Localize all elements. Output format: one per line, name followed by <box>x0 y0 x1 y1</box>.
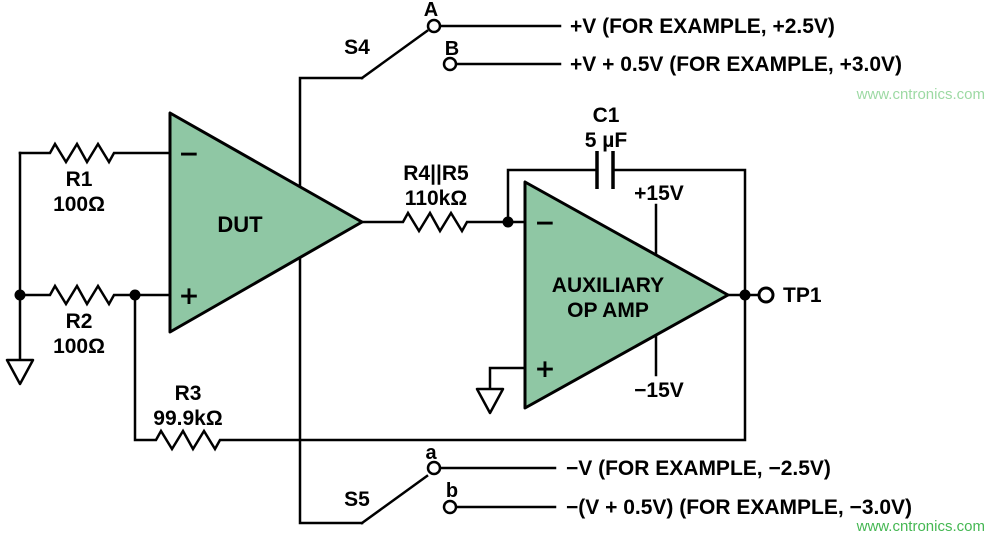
aux-opamp-triangle <box>523 180 730 410</box>
r1-ref-label: R1 <box>66 168 93 191</box>
aux-noninverting-input-label: + <box>535 354 556 383</box>
ground-icon-aux <box>475 387 505 415</box>
s5-throw-b-label: b <box>446 480 458 502</box>
r1-value-label: 100Ω <box>53 193 105 216</box>
switch-s5-arm <box>360 474 429 525</box>
s5-supply-b-text: −(V + 0.5V) (FOR EXAMPLE, −3.0V) <box>566 496 912 519</box>
s4-supply-a-text: +V (FOR EXAMPLE, +2.5V) <box>570 15 835 38</box>
s4-ref-label: S4 <box>344 36 370 59</box>
ground-icon-left <box>5 358 35 386</box>
watermark-bottom: www.cntronics.com <box>856 518 985 535</box>
wire-c1-right <box>611 168 747 297</box>
s5-terminal-b <box>442 499 458 515</box>
junction-left-rail <box>14 289 26 301</box>
dut-noninverting-input-label: + <box>179 281 200 310</box>
s4-terminal-b <box>442 56 458 72</box>
tp1-label: TP1 <box>783 284 822 307</box>
dut-label: DUT <box>217 212 263 237</box>
wire-s5-supply <box>298 250 364 525</box>
wire-group <box>18 24 761 525</box>
capacitor-c1 <box>595 151 615 189</box>
aux-pos-supply-label: +15V <box>634 182 684 205</box>
wire-c1-left <box>506 168 599 224</box>
terminals <box>426 18 775 515</box>
ground-symbols <box>5 358 505 415</box>
dut-opamp-triangle <box>168 111 364 334</box>
junction-aux-output <box>739 289 751 301</box>
r3-value-label: 99.9kΩ <box>153 407 222 430</box>
s4-throw-b-label: B <box>445 38 459 60</box>
dut-inverting-input-label: − <box>179 139 200 168</box>
wire-aux-plus-ground <box>488 366 527 391</box>
switch-s4-arm <box>360 29 429 80</box>
aux-label-line1: AUXILIARY <box>552 274 664 297</box>
c1-value-label: 5 µF <box>585 129 628 152</box>
s5-terminal-a <box>426 460 442 476</box>
aux-inverting-input-label: − <box>535 208 556 237</box>
r4r5-ref-label: R4||R5 <box>403 162 469 185</box>
aux-label-line2: OP AMP <box>567 299 649 322</box>
r4r5-value-label: 110kΩ <box>405 187 467 210</box>
watermark-top: www.cntronics.com <box>856 86 985 103</box>
wire-s4-supply <box>298 76 364 194</box>
c1-ref-label: C1 <box>593 104 620 127</box>
s4-supply-b-text: +V + 0.5V (FOR EXAMPLE, +3.0V) <box>570 53 902 76</box>
s5-throw-a-label: a <box>425 442 437 464</box>
junction-dut-plus <box>129 289 141 301</box>
s5-ref-label: S5 <box>344 488 370 511</box>
junction-aux-minus <box>502 216 514 228</box>
s4-throw-a-label: A <box>424 0 438 21</box>
aux-neg-supply-label: −15V <box>634 379 684 402</box>
wire-r1-branch <box>18 141 172 165</box>
s5-supply-a-text: −V (FOR EXAMPLE, −2.5V) <box>566 457 831 480</box>
r2-ref-label: R2 <box>66 310 93 333</box>
s4-terminal-a <box>426 18 442 34</box>
wire-dut-output-r4r5 <box>360 210 527 234</box>
tp1-terminal <box>757 286 775 304</box>
r2-value-label: 100Ω <box>53 335 105 358</box>
junction-dots <box>14 216 751 301</box>
r3-ref-label: R3 <box>175 382 202 405</box>
wire-r2-branch <box>18 283 172 307</box>
wire-feedback-r3 <box>133 293 747 452</box>
